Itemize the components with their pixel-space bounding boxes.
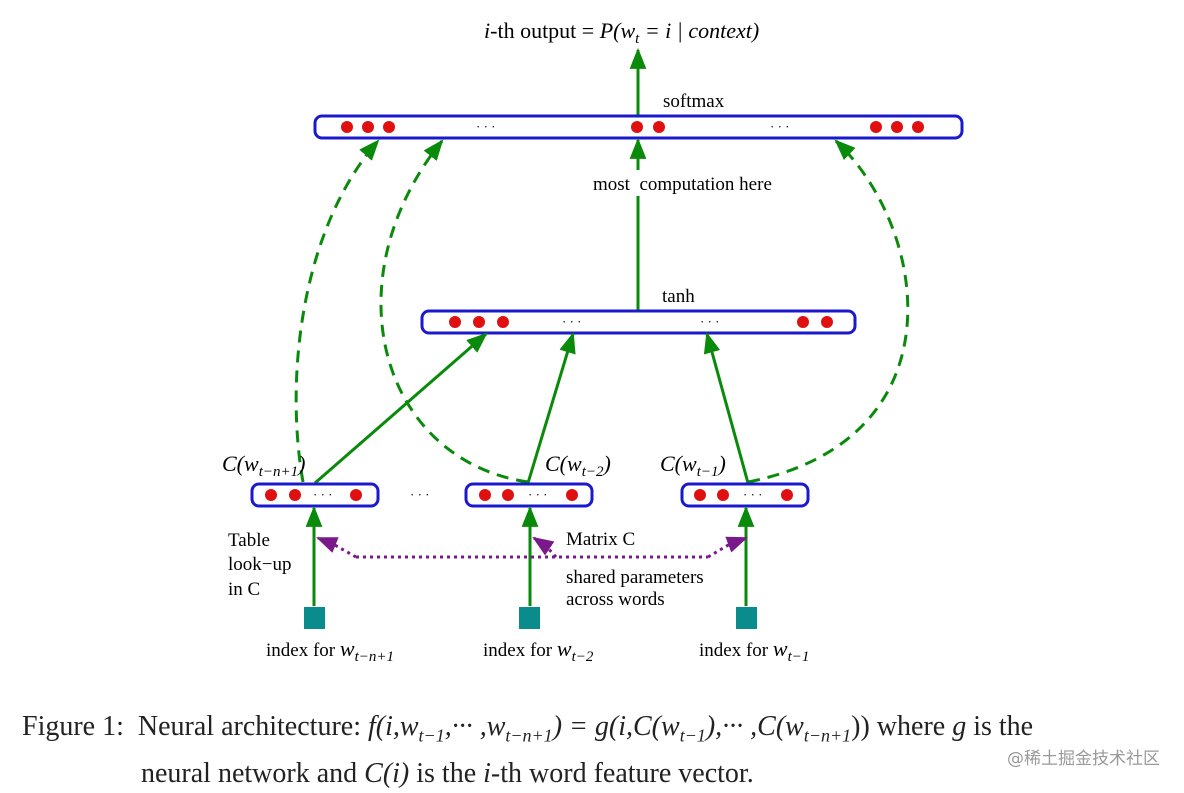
skip-connections	[294, 139, 910, 484]
most-computation-label: most computation here	[593, 174, 772, 195]
softmax-neurons	[341, 121, 924, 133]
index-boxes	[304, 607, 757, 629]
softmax-ellipsis-right: · · ·	[770, 119, 790, 134]
neuron	[631, 121, 643, 133]
output-label: i-th output = P(wt = i | context)	[484, 18, 759, 47]
shared-parameter-arrows	[316, 536, 748, 559]
neuron	[449, 316, 461, 328]
embedding-3-ellipsis: · · ·	[743, 487, 763, 502]
shared-arrow-right	[707, 536, 748, 559]
figure-label: Figure 1:	[22, 711, 124, 742]
embeddings-ellipsis: · · ·	[410, 487, 430, 502]
index-box-2	[519, 607, 540, 629]
embedding-1-ellipsis: · · ·	[313, 487, 333, 502]
softmax-ellipsis-left: · · ·	[476, 119, 496, 134]
neuron	[870, 121, 882, 133]
figure-caption: Figure 1: Neural architecture: f(i,wt−1,…	[22, 711, 1034, 789]
embedding-3-label: C(wt−1)	[660, 451, 726, 480]
index-box-3	[736, 607, 757, 629]
index-box-1	[304, 607, 325, 629]
embedding-2-ellipsis: · · ·	[528, 487, 548, 502]
neuron	[289, 489, 301, 501]
embedding-to-tanh	[314, 331, 750, 485]
neuron	[383, 121, 395, 133]
neuron	[781, 489, 793, 501]
tanh-ellipsis-left: · · ·	[562, 314, 582, 329]
shared-arrow-middle	[532, 536, 558, 559]
embedding-2: C(wt−2) · · ·	[464, 451, 611, 508]
neuron	[265, 489, 277, 501]
neuron	[473, 316, 485, 328]
emb2-to-tanh	[526, 331, 576, 484]
neuron	[891, 121, 903, 133]
neuron	[694, 489, 706, 501]
emb1-to-tanh	[314, 332, 488, 485]
neuron	[566, 489, 578, 501]
neuron	[479, 489, 491, 501]
softmax-label: softmax	[663, 91, 725, 112]
tanh-neurons	[449, 316, 833, 328]
neuron	[362, 121, 374, 133]
index-label-3: index for wt−1	[699, 636, 809, 665]
tanh-label: tanh	[662, 286, 695, 307]
neuron	[653, 121, 665, 133]
table-lookup-label: Table look−up in C	[228, 530, 296, 600]
skip-arrow-1	[294, 139, 380, 483]
tanh-layer	[420, 309, 857, 335]
neuron	[502, 489, 514, 501]
index-label-1: index for wt−n+1	[266, 636, 394, 665]
caption-text-a: Neural architecture:	[137, 711, 368, 742]
neuron	[341, 121, 353, 133]
tanh-ellipsis-right: · · ·	[700, 314, 720, 329]
shared-parameters-label: shared parameters across words	[566, 567, 708, 610]
emb3-to-tanh	[703, 331, 750, 484]
index-label-2: index for wt−2	[483, 636, 594, 665]
embedding-2-label: C(wt−2)	[545, 451, 611, 480]
neuron	[821, 316, 833, 328]
embedding-3: C(wt−1) · · ·	[660, 451, 810, 508]
skip-arrow-3	[747, 139, 910, 484]
embedding-1: C(wt−n+1) · · ·	[222, 451, 380, 508]
neuron	[350, 489, 362, 501]
neuron	[797, 316, 809, 328]
neuron	[497, 316, 509, 328]
neuron	[717, 489, 729, 501]
watermark: @稀土掘金技术社区	[1007, 749, 1160, 769]
lookup-arrows	[305, 505, 755, 606]
embedding-1-label: C(wt−n+1)	[222, 451, 305, 480]
neuron	[912, 121, 924, 133]
skip-arrow-2	[379, 139, 529, 484]
caption-line-2: neural network and C(i) is the i-th word…	[141, 757, 754, 789]
matrix-label: Matrix C	[566, 529, 635, 550]
caption-formula: f(i,w	[367, 711, 419, 742]
shared-arrow-left	[316, 536, 357, 559]
